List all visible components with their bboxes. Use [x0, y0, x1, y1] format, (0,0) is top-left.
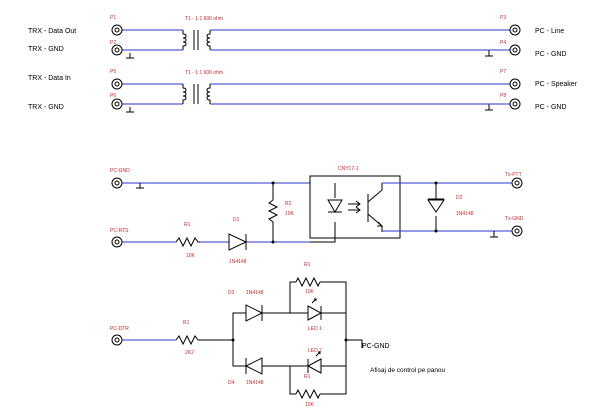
- label-r1-led: R1: [183, 320, 190, 326]
- port-p6: P6: [110, 93, 116, 99]
- label-r1: R1: [184, 222, 191, 228]
- label-tx-gnd: Tx-GND: [505, 216, 524, 222]
- diode-d1: [228, 233, 248, 251]
- led-ground-wire: [345, 330, 363, 350]
- connector-p5: [111, 78, 123, 90]
- label-d3-value: 1N4148: [246, 290, 264, 296]
- connector-tx-ptt: [511, 177, 523, 189]
- diode-d3: [245, 304, 264, 322]
- label-trx-gnd-1: TRX - GND: [28, 46, 64, 53]
- diode-d4: [244, 357, 263, 375]
- connector-p1: [111, 24, 123, 36]
- lower-branch-wires: [232, 340, 347, 395]
- label-r-top: R1: [304, 262, 311, 268]
- ground-symbols-left: [126, 53, 134, 113]
- resistor-r-bottom: [295, 388, 321, 400]
- connector-tx-gnd: [511, 225, 523, 237]
- ptt-ground-right: [490, 231, 498, 238]
- connectors-top: [111, 24, 521, 110]
- opto-transistor: [367, 183, 383, 232]
- label-pc-dtr: PC-DTR: [110, 326, 129, 332]
- ground-symbols-right: [485, 50, 493, 111]
- opto-light-arrows: [348, 200, 361, 214]
- label-pc-rts: PC-RTS: [110, 228, 129, 234]
- label-led2: LED 2: [308, 348, 322, 354]
- port-p1: P1: [110, 15, 116, 21]
- label-d1: D1: [233, 217, 240, 223]
- caption-afisaj: Afisaj de control pe panou: [370, 367, 446, 374]
- connector-pc-gnd: [111, 177, 123, 189]
- port-p4: P4: [500, 40, 506, 46]
- port-p7: P7: [500, 69, 506, 75]
- label-r2-value: 10K: [285, 211, 295, 217]
- label-d3: D3: [228, 290, 235, 296]
- label-pc-gnd-1: PC - GND: [535, 51, 567, 58]
- optocoupler-cny17: [309, 175, 401, 239]
- label-tx-ptt: Tx-PTT: [505, 172, 522, 178]
- label-trx-gnd-2: TRX - GND: [28, 104, 64, 111]
- transformer-t1: [182, 30, 211, 50]
- label-trx-data-in: TRX - Data In: [28, 75, 71, 82]
- led2-symbol: [290, 358, 327, 374]
- label-pc-gnd-2: PC - GND: [535, 104, 567, 111]
- diode-d2: [427, 198, 445, 213]
- connector-p3: [509, 24, 521, 36]
- label-cny17: CNY17-1: [338, 166, 359, 172]
- ptt-circuit-section: PC-GND PC-RTS R1 10K D1 1N4148 R2 10K CN…: [110, 166, 524, 265]
- ptt-wires-left: [122, 182, 310, 243]
- label-r1-led-value: 2K2: [185, 350, 194, 356]
- port-p5: P5: [110, 69, 116, 75]
- connector-p7: [509, 78, 521, 90]
- label-led1: LED 1: [308, 326, 322, 332]
- label-r-bottom: R1: [304, 374, 311, 380]
- transformer-t2: [182, 84, 211, 104]
- signal-lines: [122, 29, 510, 105]
- port-p8: P8: [500, 93, 506, 99]
- upper-branch-wires: [232, 281, 347, 340]
- connector-pc-rts: [111, 236, 123, 248]
- port-p2: P2: [110, 40, 116, 46]
- led1-symbol: [290, 305, 327, 321]
- resistor-r1-led: [175, 334, 233, 346]
- label-r-bottom-value: 10K: [305, 402, 315, 408]
- label-d1-value: 1N4148: [229, 259, 247, 265]
- label-d2-value: 1N4148: [456, 211, 474, 217]
- connector-p6: [111, 98, 123, 110]
- resistor-r1: [175, 236, 200, 248]
- label-d4: D4: [228, 380, 235, 386]
- label-pc-gnd-led: PC-GND: [362, 343, 390, 350]
- label-pc-speaker: PC - Speaker: [535, 81, 578, 88]
- connector-p4: [509, 44, 521, 56]
- led-indicator-section: PC-DTR R1 2K2 D3 1N4148 D4 1N4148 R1 10K…: [110, 262, 446, 408]
- label-d4-value: 1N4148: [246, 380, 264, 386]
- connector-pc-dtr: [111, 334, 123, 346]
- label-pc-gnd: PC-GND: [110, 168, 130, 174]
- label-d2: D2: [456, 195, 463, 201]
- led1-light: [311, 298, 317, 304]
- audio-transformer-section: TRX - Data Out TRX - GND TRX - Data In T…: [28, 15, 578, 113]
- resistor-r2: [267, 199, 279, 226]
- opto-led: [327, 199, 343, 213]
- label-trx-data-out: TRX - Data Out: [28, 28, 76, 35]
- resistor-r-top: [295, 276, 321, 288]
- label-r-top-value: 10K: [305, 289, 315, 295]
- led2-light: [315, 351, 321, 357]
- transformer-bottom-label: T1 - 1:1 600 ohm: [185, 70, 223, 76]
- ptt-wires-right: [382, 182, 512, 232]
- ptt-ground-left: [136, 183, 144, 189]
- label-r1-value: 10K: [186, 253, 196, 259]
- label-r2: R2: [285, 201, 292, 207]
- port-p3: P3: [500, 15, 506, 21]
- transformer-top-label: T1 - 1:1 600 ohm: [185, 16, 223, 22]
- label-pc-line: PC - Line: [535, 28, 564, 35]
- connector-p8: [509, 98, 521, 110]
- connector-p2: [111, 44, 123, 56]
